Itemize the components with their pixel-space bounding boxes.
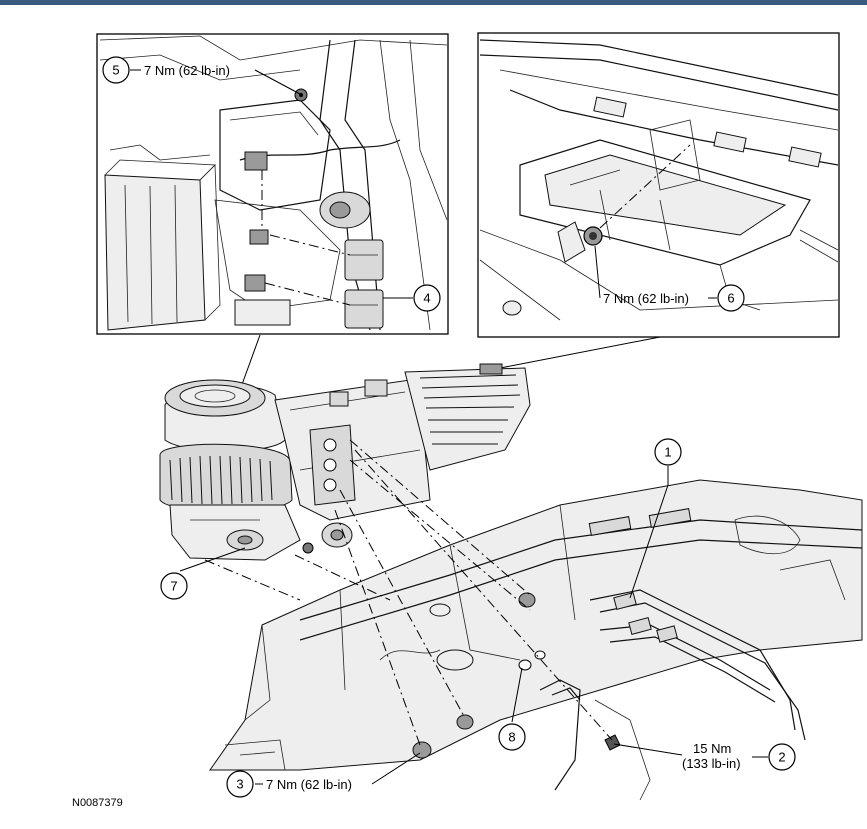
callout-8: 8 [498,723,526,751]
callout-7: 7 [160,572,188,600]
figure-code: N0087379 [72,797,123,809]
callout-6: 6 [717,284,745,312]
callout-1: 1 [654,438,682,466]
svg-text:6: 6 [727,291,734,306]
svg-text:1: 1 [664,445,671,460]
callout-5: 5 [102,56,130,84]
svg-text:3: 3 [236,777,243,792]
inset-left-detail [96,33,449,335]
inset-left-leader [239,334,261,391]
top-border-bar [0,0,867,5]
inset-right-leader [489,336,661,371]
svg-text:7: 7 [170,579,177,594]
main-hvac-assembly [159,363,863,801]
callout-2: 2 [768,743,796,771]
callout-5-torque: 7 Nm (62 lb-in) [144,63,230,78]
svg-text:5: 5 [112,63,119,78]
inset-right-detail [477,32,840,338]
callout-2-torque-lbin: (133 lb-in) [682,756,741,771]
callout-2-torque-nm: 15 Nm [693,741,731,756]
svg-text:2: 2 [778,750,785,765]
callout-3: 3 [226,770,254,798]
svg-text:8: 8 [508,730,515,745]
callout-4: 4 [413,284,441,312]
callout-6-torque: 7 Nm (62 lb-in) [603,291,689,306]
svg-text:4: 4 [423,291,430,306]
callout-3-torque: 7 Nm (62 lb-in) [266,777,352,792]
